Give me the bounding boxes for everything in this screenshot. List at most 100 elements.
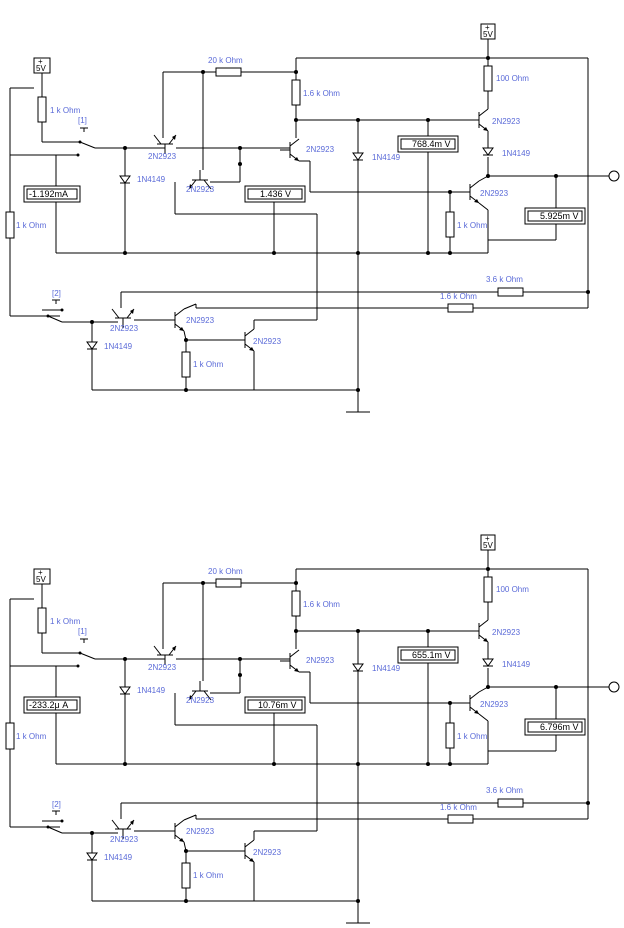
component-label: 2N2923	[148, 663, 177, 672]
component-label: 1.6 k Ohm	[303, 89, 340, 98]
component-label: 1 k Ohm	[50, 617, 81, 626]
resistor	[483, 576, 493, 603]
resistor	[5, 211, 15, 239]
component-label: [2]	[52, 289, 61, 298]
component-label: 2N2923	[306, 145, 335, 154]
resistor	[5, 722, 15, 750]
output-terminal[interactable]	[608, 170, 620, 182]
component-label: 5V	[483, 541, 493, 550]
meter-reading: -1.192mA	[29, 189, 68, 199]
resistor	[447, 814, 474, 824]
component-label: 5V	[36, 575, 46, 584]
component-label: 2N2923	[110, 835, 139, 844]
component-label: 5V	[483, 30, 493, 39]
resistor	[215, 578, 242, 588]
component-label: 1N4149	[104, 342, 133, 351]
component-label: 1N4149	[502, 660, 531, 669]
meter-reading: 768.4m V	[412, 139, 451, 149]
resistor	[37, 607, 47, 634]
resistor	[181, 862, 191, 889]
component-label: 2N2923	[110, 324, 139, 333]
component-label: 1N4149	[137, 686, 166, 695]
resistor	[497, 798, 524, 808]
switch-2[interactable]: [2]	[46, 289, 64, 323]
meter-reading: 10.76m V	[258, 700, 297, 710]
voltmeter-bottom-a: 655.1m V	[397, 646, 459, 664]
ammeter-top: -1.192mA	[23, 185, 81, 203]
resistor	[291, 590, 301, 617]
dc-source-left: + 5V	[33, 568, 51, 585]
meter-reading: -233.2μ A	[29, 700, 68, 710]
dc-source-right: + 5V	[480, 23, 496, 40]
component-label: +	[485, 23, 490, 32]
component-label: 100 Ohm	[496, 585, 529, 594]
ammeter-bottom: -233.2μ A	[23, 696, 81, 714]
resistor	[497, 287, 524, 297]
resistor	[447, 303, 474, 313]
component-label: 2N2923	[186, 696, 215, 705]
component-label: 1 k Ohm	[16, 732, 47, 741]
meter-reading: 5.925m V	[540, 211, 579, 221]
component-label: +	[485, 534, 490, 543]
meter-reading: 655.1m V	[412, 650, 451, 660]
resistor	[483, 65, 493, 92]
voltmeter-top-b: 1.436 V	[244, 185, 306, 203]
component-label: 2N2923	[306, 656, 335, 665]
component-label: 1N4149	[104, 853, 133, 862]
component-label: 1.6 k Ohm	[440, 803, 477, 812]
component-label: 1 k Ohm	[457, 732, 488, 741]
voltmeter-bottom-b: 10.76m V	[244, 696, 306, 714]
component-label: 1 k Ohm	[193, 871, 224, 880]
component-label: 20 k Ohm	[208, 56, 243, 65]
resistor	[215, 67, 242, 77]
component-label: [1]	[78, 627, 87, 636]
voltmeter-top-c: 5.925m V	[524, 207, 586, 225]
component-label: 3.6 k Ohm	[486, 275, 523, 284]
voltmeter-bottom-c: 6.796m V	[524, 718, 586, 736]
dc-source-left: + 5V	[33, 57, 51, 74]
switch-1[interactable]: [1]	[76, 116, 96, 157]
component-label: 2N2923	[253, 337, 282, 346]
component-label: 1 k Ohm	[193, 360, 224, 369]
resistor	[181, 351, 191, 378]
component-label: 1.6 k Ohm	[440, 292, 477, 301]
switch-1[interactable]: [1]	[76, 627, 96, 668]
component-label: 1N4149	[372, 664, 401, 673]
output-terminal[interactable]	[608, 681, 620, 693]
component-label: 3.6 k Ohm	[486, 786, 523, 795]
component-label: +	[38, 57, 43, 66]
meter-reading: 1.436 V	[260, 189, 291, 199]
component-label: [2]	[52, 800, 61, 809]
switch-2[interactable]: [2]	[46, 800, 64, 834]
component-label: 2N2923	[186, 185, 215, 194]
component-label: 1 k Ohm	[50, 106, 81, 115]
component-label: 1 k Ohm	[16, 221, 47, 230]
resistor	[37, 96, 47, 123]
component-label: 2N2923	[492, 628, 521, 637]
component-label: 1 k Ohm	[457, 221, 488, 230]
component-label: 5V	[36, 64, 46, 73]
resistor	[445, 722, 455, 749]
voltmeter-top-a: 768.4m V	[397, 135, 459, 153]
component-label: 2N2923	[480, 700, 509, 709]
component-label: +	[38, 568, 43, 577]
component-label: 20 k Ohm	[208, 567, 243, 576]
dc-source-right: + 5V	[480, 534, 496, 551]
component-label: 2N2923	[148, 152, 177, 161]
component-label: 1.6 k Ohm	[303, 600, 340, 609]
component-label: 1N4149	[137, 175, 166, 184]
meter-reading: 6.796m V	[540, 722, 579, 732]
resistor	[445, 211, 455, 238]
component-label: 2N2923	[186, 316, 215, 325]
component-label: 100 Ohm	[496, 74, 529, 83]
component-label: 2N2923	[186, 827, 215, 836]
component-label: 2N2923	[253, 848, 282, 857]
circuit-bottom: + 5V 1 k Ohm [1] 1 k Ohm -233.2μ A	[5, 534, 620, 924]
circuit-top: + 5V 1 k Ohm [1] 1 k Ohm -1.192mA	[5, 23, 620, 413]
component-label: 1N4149	[502, 149, 531, 158]
component-label: 2N2923	[480, 189, 509, 198]
component-label: 1N4149	[372, 153, 401, 162]
resistor	[291, 79, 301, 106]
